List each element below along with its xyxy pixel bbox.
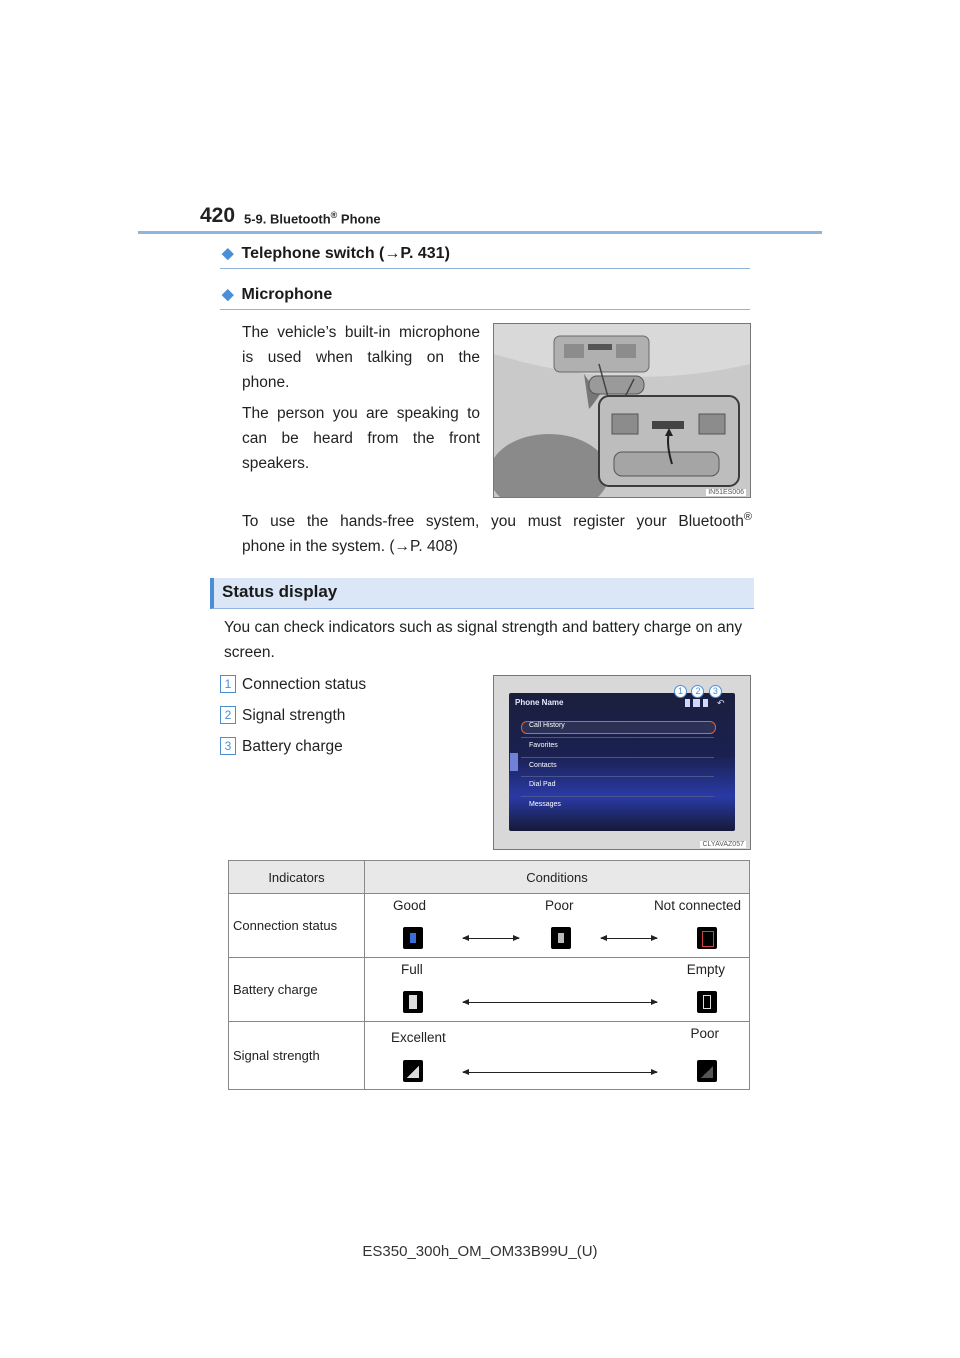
- menu-divider: [521, 757, 714, 758]
- table-header: Conditions: [364, 860, 750, 894]
- microphone-para-1: The vehicle’s built-in microphone is use…: [242, 324, 480, 391]
- overhead-console-drawing: [494, 324, 750, 497]
- menu-divider: [521, 796, 714, 797]
- item-label: Battery charge: [242, 738, 343, 755]
- heading-rule: [220, 309, 750, 310]
- microphone-heading: ◆Microphone: [222, 286, 333, 303]
- state-label: Good: [393, 898, 427, 913]
- state-label: Excellent: [391, 1030, 446, 1045]
- selected-menu-frame: [521, 721, 716, 734]
- state-label: Poor: [545, 898, 574, 913]
- microphone-illustration: IN51ES006: [493, 323, 751, 498]
- battery-full-icon: [403, 991, 423, 1013]
- callout-2: 2: [691, 685, 705, 698]
- callout-numbers: 1 2 3: [674, 681, 722, 699]
- register-note: To use the hands-free system, you must r…: [242, 511, 752, 556]
- section-title: Status display: [222, 582, 338, 601]
- status-intro: You can check indicators such as signal …: [224, 619, 743, 661]
- page-number: 420: [200, 204, 236, 227]
- header-rule: [138, 231, 822, 234]
- battery-icon: [703, 699, 708, 707]
- signal-icon: [693, 699, 700, 707]
- menu-item: Contacts: [529, 762, 557, 769]
- signal-excellent-icon: [403, 1060, 423, 1082]
- double-arrow-icon: [462, 935, 520, 941]
- table-header-row: Indicators Conditions: [228, 860, 750, 894]
- screen-display: Phone Name Call History Favorites Contac…: [509, 693, 735, 831]
- menu-item: Dial Pad: [529, 781, 556, 788]
- bluetooth-poor-icon: [551, 927, 571, 949]
- number-badge: 1: [220, 675, 236, 693]
- table-row: Signal strength Excellent Poor: [228, 1021, 750, 1090]
- bluetooth-good-icon: [403, 927, 423, 949]
- image-code: IN51ES006: [706, 489, 746, 496]
- chapter-title: 5-9. Bluetooth® Phone: [244, 210, 381, 227]
- signal-conditions: Excellent Poor: [364, 1021, 750, 1090]
- double-arrow-icon: [462, 999, 658, 1005]
- row-label: Signal strength: [228, 1021, 365, 1090]
- menu-divider: [521, 737, 714, 738]
- table-row: Battery charge Full Empty: [228, 957, 750, 1022]
- state-label: Poor: [690, 1026, 719, 1041]
- table-row: Connection status Good Poor Not connecte…: [228, 893, 750, 958]
- bluetooth-icon: [685, 699, 690, 707]
- state-label: Full: [401, 962, 423, 977]
- double-arrow-icon: [600, 935, 658, 941]
- diamond-icon: ◆: [222, 286, 234, 303]
- item-label: Connection status: [242, 676, 367, 693]
- row-label: Battery charge: [228, 957, 365, 1022]
- number-badge: 3: [220, 737, 236, 755]
- phone-screen-illustration: Phone Name Call History Favorites Contac…: [493, 675, 751, 850]
- menu-item: Favorites: [529, 742, 558, 749]
- state-label: Not connected: [653, 898, 741, 913]
- menu-item: Messages: [529, 801, 561, 808]
- number-badge: 2: [220, 706, 236, 724]
- side-tab: [510, 753, 518, 771]
- image-code: CLYAVAZ057: [700, 841, 746, 848]
- connection-conditions: Good Poor Not connected: [364, 893, 750, 958]
- menu-divider: [521, 776, 714, 777]
- battery-conditions: Full Empty: [364, 957, 750, 1022]
- double-arrow-icon: [462, 1069, 658, 1075]
- table-header: Indicators: [228, 860, 365, 894]
- battery-empty-icon: [697, 991, 717, 1013]
- back-icon: ↶: [717, 698, 725, 708]
- callout-1: 1: [674, 685, 687, 698]
- screen-header: Phone Name: [515, 698, 564, 707]
- indicators-table: Indicators Conditions Connection status …: [228, 860, 750, 1090]
- microphone-para-2: The person you are speaking to can be he…: [242, 405, 480, 472]
- diamond-icon: ◆: [222, 245, 234, 262]
- section-header-bar: [210, 578, 754, 609]
- state-label: Empty: [686, 962, 725, 977]
- item-label: Signal strength: [242, 707, 346, 724]
- menu-item: Call History: [529, 722, 565, 729]
- telephone-switch-heading: ◆Telephone switch (→P. 431): [222, 245, 450, 262]
- footer-code: ES350_300h_OM_OM33B99U_(U): [362, 1243, 598, 1260]
- signal-poor-icon: [697, 1060, 717, 1082]
- row-label: Connection status: [228, 893, 365, 958]
- callout-3: 3: [708, 685, 722, 698]
- heading-rule: [220, 268, 750, 269]
- bluetooth-not-connected-icon: [697, 927, 717, 949]
